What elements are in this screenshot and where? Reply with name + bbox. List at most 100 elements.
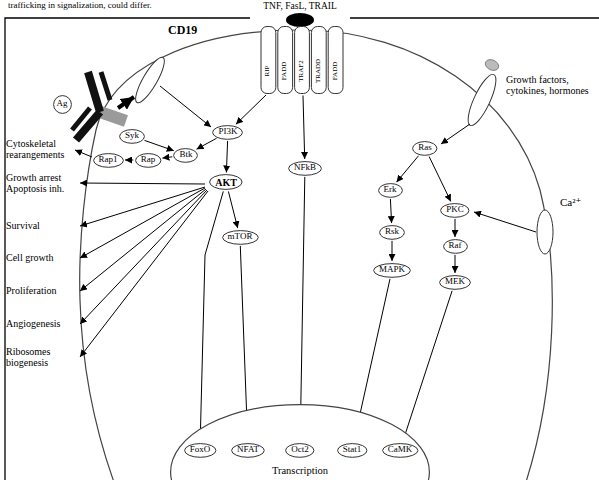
oval-outline bbox=[413, 141, 437, 155]
signal-protein-oval: PI3K bbox=[212, 125, 243, 140]
protein-label: Rap1 bbox=[99, 155, 118, 165]
oval-outline bbox=[382, 443, 417, 457]
oval-outline bbox=[440, 275, 471, 289]
protein-label: MAPK bbox=[379, 265, 405, 275]
nucleus-label: Transcription bbox=[272, 465, 328, 477]
receptor-chain bbox=[295, 27, 310, 94]
connector-layer bbox=[125, 95, 455, 441]
bcr-arrow bbox=[118, 97, 134, 108]
protein-label: Erk bbox=[384, 185, 397, 195]
caption-fragment: trafficking in signalization, could diff… bbox=[8, 1, 152, 11]
protein-label: Raf bbox=[449, 241, 462, 251]
growth-factor-receptor bbox=[463, 71, 501, 129]
signal-arrow bbox=[455, 255, 456, 273]
signal-protein-oval: AKT bbox=[209, 174, 243, 190]
oval-outline bbox=[380, 225, 405, 239]
outcome-label: Cytoskeletal rearangements bbox=[6, 138, 78, 160]
oval-outline bbox=[337, 443, 366, 457]
oval-outline bbox=[443, 239, 467, 253]
signal-protein-oval: mTOR bbox=[222, 230, 259, 245]
stimulus-label: Growth factors, cytokines, hormones bbox=[506, 74, 594, 96]
oval-outline bbox=[93, 153, 123, 167]
signal-arrow bbox=[226, 141, 227, 173]
signal-protein-oval: Btk bbox=[173, 148, 198, 163]
signal-protein-oval: Rap1 bbox=[93, 153, 124, 168]
cd19-arrow bbox=[160, 86, 211, 127]
signal-protein-oval: MAPK bbox=[373, 263, 411, 278]
calcium-channel bbox=[537, 210, 553, 254]
protein-label: Btk bbox=[179, 150, 192, 160]
signal-protein-oval: MEK bbox=[439, 275, 471, 290]
oval-outline bbox=[174, 148, 198, 162]
bcr-heavy-chain bbox=[76, 72, 100, 140]
cd19-receptor bbox=[131, 54, 169, 106]
protein-label: Rsk bbox=[385, 227, 399, 237]
protein-label: Ras bbox=[418, 143, 432, 153]
signal-protein-oval: PKC bbox=[440, 203, 470, 218]
outcome-arrow bbox=[80, 183, 205, 184]
signal-protein-oval: Erk bbox=[378, 183, 403, 198]
outcome-arrow bbox=[80, 187, 205, 226]
signal-arrow bbox=[200, 191, 223, 441]
signal-arrow bbox=[390, 199, 391, 223]
protein-label: Rap bbox=[141, 155, 156, 165]
receptor-adaptor-label: FADD bbox=[332, 62, 340, 81]
signal-protein-oval: Rsk bbox=[379, 225, 405, 240]
outcome-label: Ribosomes biogenesis bbox=[6, 346, 78, 368]
protein-label: PI3K bbox=[218, 127, 237, 137]
receptor-adaptor-label: TRAF2 bbox=[298, 60, 306, 81]
oval-outline bbox=[286, 443, 314, 457]
receptor-adaptor-label: RIP bbox=[265, 65, 273, 76]
death-receptor: RIPFADDTRAF2TRADDFADD bbox=[260, 26, 344, 94]
node-outline bbox=[260, 26, 344, 94]
signal-arrow bbox=[392, 241, 393, 261]
oval-outline bbox=[232, 443, 265, 457]
outcome-arrow bbox=[75, 150, 92, 157]
nucleus-outline bbox=[171, 405, 430, 480]
outcome-label: Angiogenesis bbox=[6, 318, 60, 329]
antigen-circle: Ag bbox=[53, 95, 72, 114]
signal-protein-oval: Syk bbox=[119, 129, 145, 144]
signal-arrow bbox=[303, 96, 305, 160]
oval-outline bbox=[374, 263, 411, 277]
growth-factor-ligand bbox=[484, 58, 501, 73]
bcr-stem bbox=[100, 112, 126, 121]
oval-outline bbox=[135, 153, 160, 167]
oval-outline bbox=[184, 443, 215, 457]
calcium-arrow bbox=[474, 212, 536, 232]
protein-label: Oct2 bbox=[291, 445, 309, 455]
protein-label: Ag bbox=[57, 99, 68, 109]
transcription-factor: CaMK bbox=[382, 443, 419, 458]
signal-arrow bbox=[145, 140, 174, 150]
receptor-chain bbox=[278, 27, 293, 94]
protein-label: MEK bbox=[445, 277, 465, 287]
signal-arrow bbox=[455, 219, 456, 237]
oval-outline bbox=[53, 95, 71, 113]
signal-arrow bbox=[397, 156, 419, 182]
protein-label: Stat1 bbox=[343, 445, 362, 455]
protein-label: FoxO bbox=[190, 445, 211, 455]
protein-label: NFAT bbox=[237, 445, 259, 455]
receptor-chain bbox=[311, 27, 326, 94]
transcription-factor: NFAT bbox=[231, 443, 265, 458]
nucleus-ellipse: Transcription FoxO NFAT Oct2 Stat1 CaMK bbox=[170, 404, 430, 480]
protein-label: AKT bbox=[215, 177, 237, 188]
oval-outline bbox=[222, 230, 258, 244]
outcome-arrow bbox=[80, 191, 208, 357]
signal-arrow bbox=[236, 95, 266, 124]
receptor-adaptor-label: TRADD bbox=[315, 59, 323, 83]
signal-protein-oval: Rap bbox=[135, 153, 162, 168]
signal-protein-oval: NFkB bbox=[288, 161, 322, 176]
signal-arrow bbox=[125, 160, 133, 161]
oval-outline bbox=[120, 129, 145, 143]
transcription-factor: Stat1 bbox=[337, 443, 368, 458]
ligand-label: TNF, FasL, TRAIL bbox=[250, 1, 350, 11]
protein-label: PKC bbox=[446, 205, 464, 215]
oval-outline bbox=[289, 161, 322, 175]
outcome-arrow bbox=[80, 190, 207, 324]
bcr-light-chain bbox=[72, 72, 110, 130]
outcome-label: Growth arrest Apoptosis inh. bbox=[6, 172, 78, 194]
protein-label: CaMK bbox=[388, 445, 413, 455]
transcription-factor: Oct2 bbox=[285, 443, 315, 458]
